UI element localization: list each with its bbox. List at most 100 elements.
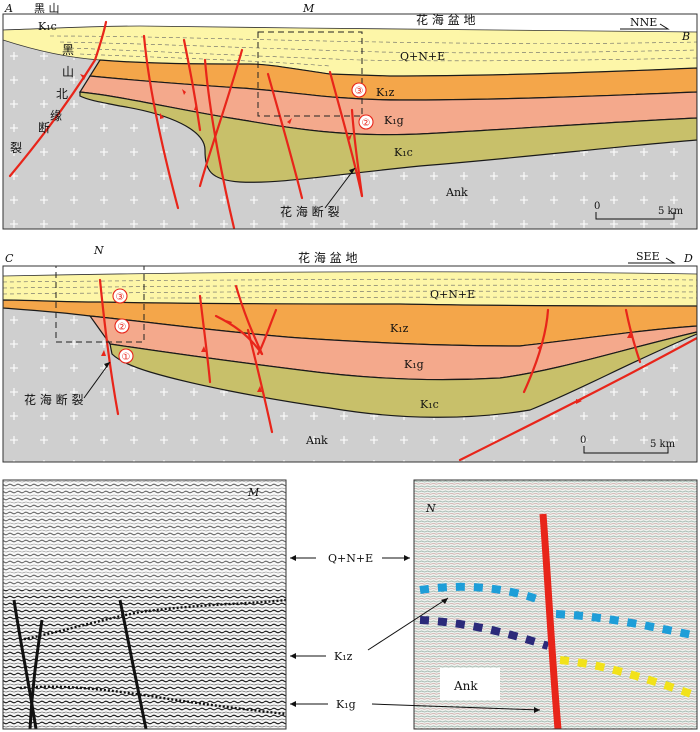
seismic-n-panel [414,480,699,730]
ab-frame [2,13,698,230]
callout-k1z-arrow-left-head [290,653,296,659]
ab-zone-char-4: 断 [38,120,50,135]
ab-cover-dash-2 [59,41,697,54]
cd-circle-1 [118,348,134,364]
cd-cover-dash-1 [3,278,697,283]
ab-zone-char-1: 山 [62,65,74,79]
cd-cover-dash-4 [149,296,697,299]
seismic-n-marker-cyan-1 [419,582,542,604]
cd-fault-4 [214,314,264,356]
ab-label-basement: Ank [445,186,468,199]
ab-fault-pointer-head [349,168,355,174]
ab-label-k1g: K₁g [384,114,404,127]
cd-cover-dash-3 [3,290,697,295]
ab-k1c-layer [79,91,697,183]
cd-cover-dash-2 [3,284,697,289]
ab-fault-pointer [324,167,356,209]
cd-circle-2-label: ② [118,322,127,333]
ab-k1c-top-left: K₁c [38,20,57,33]
cd-circle-3 [112,288,128,304]
cd-end-left: C [5,252,14,265]
ab-fault-1 [142,34,180,210]
ab-zone-char-0: 黑 [62,43,74,57]
callout-cover-arrow-left-head [290,555,296,561]
section-ab [3,14,697,229]
cd-fault-2 [198,294,212,384]
ab-label-cover: Q+N+E [400,50,445,63]
ab-fault-2 [182,38,202,132]
ab-label-k1c: K₁c [394,146,413,159]
callout-k1z-arrow-right-head [441,598,448,604]
seismic-n-frame [413,479,698,730]
cd-cover-layer [3,271,697,307]
cd-basin-name: 花 海 盆 地 [298,250,357,265]
callout-k1g: K₁g [336,698,356,711]
cd-direction-arrow [628,257,676,264]
cd-scale-start: 0 [580,435,586,446]
ab-circle-3-label: ③ [355,86,364,97]
seismic-m-label: M [247,486,260,499]
ab-circle-3 [351,82,367,98]
cd-box-label: N [93,244,104,257]
seismic-n-basement-box [440,668,500,700]
seismic-n-fault [539,513,562,730]
callout-k1g-arrow-right [371,703,541,711]
seismic-m-fault-3 [118,599,148,730]
ab-label-k1z: K₁z [376,86,395,99]
cd-label-k1g: K₁g [404,358,424,371]
ab-basin-name: 花 海 盆 地 [416,12,475,27]
ab-cover-dash-3 [69,47,697,62]
cd-fault-name: 花 海 断 裂 [24,392,83,407]
ab-circle-2-label: ② [362,118,371,129]
seismic-m-fault-1 [12,599,38,730]
cd-end-right: D [683,252,693,265]
cd-fault-detach [458,336,697,462]
ab-fault-3 [198,48,244,188]
cd-fault-8 [624,308,642,364]
cd-fault-5 [256,308,278,356]
ab-end-left: A [4,2,13,15]
ab-box-label: M [302,2,315,15]
cd-label-cover: Q+N+E [430,288,475,301]
cd-circle-1-label: ① [122,352,131,363]
ab-end-right: B [681,30,690,43]
ab-scale-start: 0 [594,201,600,212]
seismic-m-panel [3,480,287,730]
ab-direction: NNE [630,16,657,29]
cd-scale-end: 5 km [650,439,676,450]
ab-fault-6 [328,70,364,198]
seismic-m-noise [3,480,286,590]
cd-label-k1z: K₁z [390,322,409,335]
ab-fault-5 [266,72,304,200]
cd-circle-2 [114,318,130,334]
seismic-m-frame [2,479,287,730]
seismic-m-image [3,480,286,729]
cd-k1c-layer [109,331,697,418]
cd-fault-7 [522,308,550,394]
ab-box-m [257,31,363,117]
callout-cover-arrow-right-head [404,555,410,561]
ab-zone-char-2: 北 [56,87,68,101]
ab-direction-arrow [620,23,670,30]
seismic-m-fault-2 [28,619,44,730]
ab-cover-dash-4 [79,53,331,67]
callout-cover: Q+N+E [328,552,373,565]
cd-label-basement: Ank [305,434,328,447]
ab-top-left-label: 黑 山 [34,2,60,15]
ab-zone-char-3: 缘 [50,109,62,123]
seismic-n-label: N [425,502,436,515]
seismic-n-basement: Ank [453,679,478,693]
ab-circle-2 [358,114,374,130]
callout-k1g-arrow-left-head [290,701,296,707]
callout-k1g-arrow-right-head [534,707,540,713]
cd-fault-pointer [83,361,111,399]
ab-fault-7 [350,108,364,198]
cd-fault-pointer-head [104,362,110,368]
cd-fault-huahai [98,278,120,416]
ab-fault-4 [203,58,236,229]
section-cd [3,266,697,462]
cd-frame [2,265,698,463]
ab-scale-bar [595,212,675,220]
cd-label-k1c: K₁c [420,398,439,411]
cd-fault-6 [246,328,274,434]
